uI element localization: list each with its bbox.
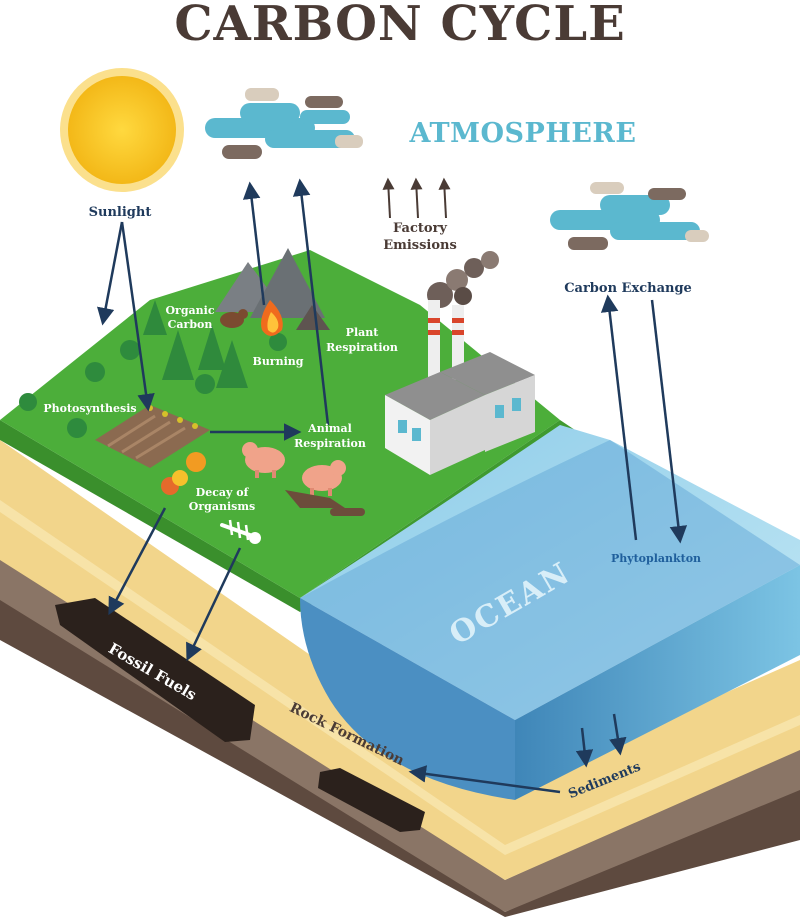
tree-icon	[195, 374, 215, 394]
tree-icon	[216, 340, 248, 388]
arrow-burning	[242, 181, 266, 306]
label-organic-carbon-2: Carbon	[168, 318, 213, 331]
arrow-plant-respiration	[292, 178, 330, 426]
factory-icon	[385, 251, 535, 475]
arrow-sediment-2	[609, 713, 627, 756]
pig-icon	[302, 460, 346, 496]
arrow-exchange-down	[650, 299, 688, 544]
arrow-sediment-1	[575, 727, 594, 768]
arrow-sunlight-left	[97, 221, 124, 326]
pig-icon	[242, 442, 285, 478]
fire-icon	[261, 300, 283, 336]
arrow-decay-fossil-1	[108, 507, 167, 616]
label-factory-emissions-1: Factory	[393, 221, 447, 236]
ocean-right-face	[515, 565, 800, 800]
sun-icon	[60, 68, 184, 192]
grass-top	[0, 250, 560, 598]
arrow-emission-1	[382, 177, 395, 219]
rock-layer	[0, 540, 800, 912]
sand-layer	[0, 440, 800, 880]
arrow-sediment-to-rock	[408, 765, 561, 794]
cloud-icon-right	[550, 182, 709, 250]
label-plant-respiration-2: Respiration	[326, 341, 398, 354]
label-carbon-exchange: Carbon Exchange	[564, 281, 692, 296]
page-title: CARBON CYCLE	[174, 0, 625, 52]
smoke-icon	[427, 251, 499, 308]
tree-icon	[19, 393, 37, 411]
grass-edge	[0, 420, 300, 612]
label-decay-2: Organisms	[189, 500, 255, 513]
arrow-sunlight-right	[120, 221, 155, 412]
tree-icon	[120, 340, 140, 360]
label-decay-1: Decay of	[196, 486, 250, 499]
mountain-icon	[215, 248, 330, 330]
label-phytoplankton: Phytoplankton	[611, 552, 701, 565]
tree-icon	[143, 300, 167, 335]
label-photosynthesis: Photosynthesis	[43, 402, 136, 415]
label-plant-respiration-1: Plant	[346, 326, 380, 339]
label-organic-carbon-1: Organic	[165, 304, 214, 317]
arrow-exchange-up	[600, 294, 638, 541]
arrow-decay-fossil-2	[186, 547, 242, 662]
tree-icon	[198, 325, 226, 370]
fossil-deposits	[55, 598, 425, 832]
cloud-icon	[205, 88, 363, 159]
arrow-emission-2	[410, 177, 423, 219]
tree-icon	[269, 333, 287, 351]
forest	[19, 300, 287, 495]
tree-icon	[67, 418, 87, 438]
label-animal-respiration-1: Animal	[307, 422, 352, 435]
label-sunlight: Sunlight	[89, 205, 152, 220]
label-burning: Burning	[253, 355, 304, 368]
arrow-emission-3	[438, 177, 451, 219]
autumn-tree-icon	[161, 452, 206, 495]
ocean-water-surface	[300, 440, 800, 720]
label-animal-respiration-2: Respiration	[294, 437, 366, 450]
tree-icon	[85, 362, 105, 382]
mud-puddle	[285, 490, 365, 516]
fossil-deposit-1	[55, 598, 255, 742]
tree-icon	[162, 330, 194, 380]
bones-icon	[220, 519, 261, 544]
fossil-deposit-2	[318, 768, 425, 832]
ocean-front-face	[300, 598, 515, 800]
label-factory-emissions-2: Emissions	[383, 238, 457, 253]
label-atmosphere: ATMOSPHERE	[409, 118, 637, 149]
bear-icon	[220, 309, 248, 328]
flow-arrows	[97, 177, 688, 794]
